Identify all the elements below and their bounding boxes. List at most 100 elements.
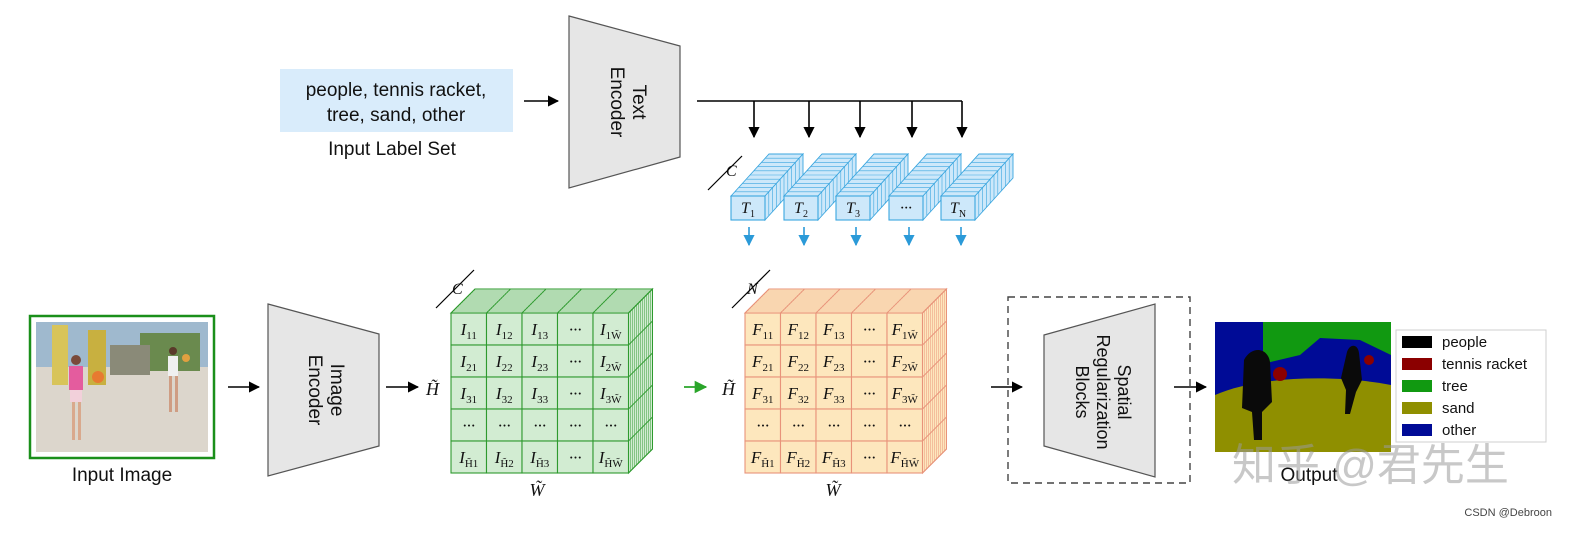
fused-feature-cell-label: ··· [863,416,876,435]
image-feature-cell [556,376,594,410]
image-feature-cell-label: ··· [569,416,582,435]
text-encoder-line1: Text [628,85,649,121]
fused-feature-cell [779,440,817,474]
spatial-block-line3: Blocks [1072,365,1092,418]
fused-feature-cell [744,344,782,378]
image-feature-cell [592,408,630,442]
text-embedding-label: ··· [900,200,912,217]
image-feature-dim-marker [435,269,475,309]
fused-feature-cell-label: FH̃1 [750,448,775,470]
image-feature-cell-label: I33 [530,384,548,406]
image-feature-cell-label: I2W̃ [599,352,622,374]
fused-feature-cell [744,440,782,474]
image-feature-cell-label: I32 [495,384,513,406]
image-feature-cell [485,408,523,442]
image-feature-cell-label: I13 [530,320,548,342]
image-encoder-line2: Encoder [304,355,325,426]
image-feature-cell-label: ··· [533,416,546,435]
image-encoder-block [267,303,380,477]
fused-feature-cell [886,440,924,474]
spatial-regularization-block [1043,303,1156,478]
fused-feature-cell [850,408,888,442]
fused-feature-cell-label: ··· [827,416,840,435]
output-segmentation-map [1215,322,1391,452]
legend-label: tree [1442,378,1468,395]
image-feature-width-label: W̃ [530,480,547,500]
label-set-line1: people, tennis racket, [306,80,487,101]
fused-feature-cell-label: F3W̃ [891,384,919,406]
fused-feature-cell-label: F21 [751,352,773,374]
fused-feature-cell-label: ··· [863,352,876,371]
text-embedding-block: TN [939,152,1015,222]
image-feature-cell [450,376,488,410]
image-feature-cell [450,344,488,378]
output-caption: Output [1280,465,1338,486]
legend-swatch [1402,358,1432,370]
fused-feature-cell-label: F31 [751,384,773,406]
image-feature-cell-label: IH̃3 [529,448,550,470]
spatial-block-line2: Regularization [1093,334,1113,449]
image-feature-cell [485,376,523,410]
fused-feature-cell-label: FH̃W̃ [889,448,919,470]
image-feature-cell-label: ··· [604,416,617,435]
fused-feature-dim-label: N [746,281,759,298]
fused-feature-cell [886,312,924,346]
image-feature-cell [592,440,630,474]
image-feature-cell-label: I21 [459,352,477,374]
spatial-block-line1: Spatial [1114,364,1134,419]
image-feature-cell [592,376,630,410]
fused-feature-cell-label: F11 [751,320,773,342]
fused-feature-cell [744,408,782,442]
legend-label: sand [1442,400,1475,417]
watermark: 知乎 @君先生 [1232,441,1509,490]
image-feature-cell-label: IH̃2 [494,448,514,470]
fused-feature-height-label: H̃ [721,379,736,399]
image-feature-height-label: H̃ [425,379,440,399]
text-encoder-block [568,15,681,189]
image-feature-cell [592,344,630,378]
image-feature-dim-label: C [452,281,463,298]
credit-text: CSDN @Debroon [1464,507,1552,519]
fused-feature-cell-label: ··· [756,416,769,435]
image-feature-cell-label: I11 [460,320,477,342]
label-set-caption: Input Label Set [328,139,457,160]
text-embedding-block: T2 [782,152,858,222]
image-feature-cell-label: ··· [569,320,582,339]
image-feature-cell-label: I22 [495,352,513,374]
image-feature-cell-label: I12 [495,320,513,342]
fused-feature-cell-label: ··· [863,448,876,467]
image-feature-cell-label: ··· [462,416,475,435]
fused-feature-dim-marker [731,269,771,309]
image-feature-cell [556,440,594,474]
fused-feature-cell [815,312,853,346]
image-feature-cell-label: ··· [569,352,582,371]
image-feature-cell [485,440,523,474]
image-feature-cell-label: I31 [459,384,477,406]
image-feature-cell-label: IH̃W̃ [598,448,624,470]
text-embedding-block: ··· [887,152,963,222]
fused-feature-cell-label: ··· [863,320,876,339]
image-encoder-line1: Image [326,364,347,417]
legend-swatch [1402,424,1432,436]
fused-feature-cell-label: FH̃3 [821,448,846,470]
fused-feature-cell-label: F23 [822,352,845,374]
text-embedding-label: T1 [741,200,755,220]
image-feature-cell-label: ··· [569,384,582,403]
fused-feature-cell-label: F22 [787,352,809,374]
image-feature-cell [485,312,523,346]
image-feature-cell [592,312,630,346]
fused-feature-cell [815,408,853,442]
text-embedding-label: T2 [794,200,808,220]
text-embedding-dim-label: C [726,163,737,180]
input-image-caption: Input Image [72,465,172,486]
legend-swatch [1402,402,1432,414]
image-feature-cell-label: I23 [530,352,548,374]
fused-feature-cell [779,344,817,378]
fused-feature-width-label: W̃ [826,480,843,500]
image-feature-cell-label: IH̃1 [458,448,478,470]
legend-label: tennis racket [1442,356,1528,373]
